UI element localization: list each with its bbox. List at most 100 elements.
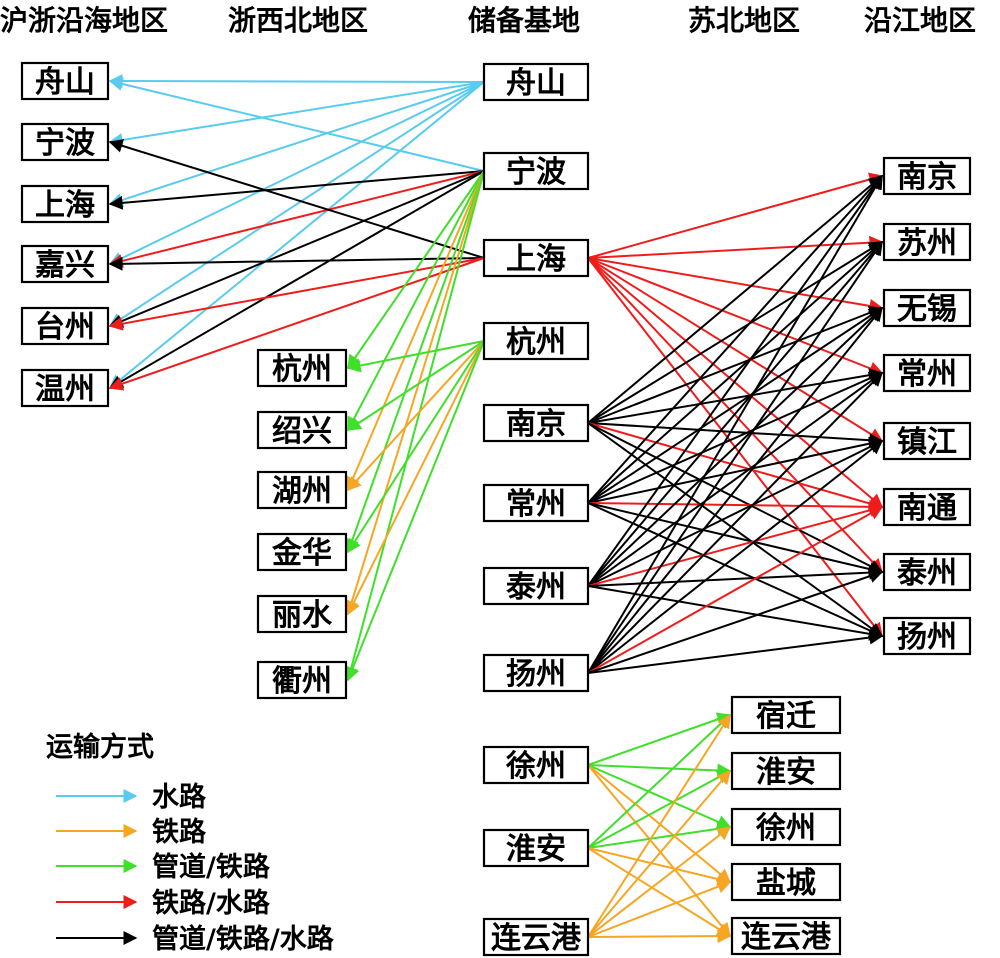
link-reserve-杭州-to-zhexibei-金华: [347, 340, 485, 554]
node-reserve-6: 泰州: [482, 566, 590, 606]
link-reserve-宁波-to-coastal-台州: [108, 170, 485, 328]
node-yanjiang-1: 苏州: [882, 222, 972, 262]
node-reserve-3: 杭州: [482, 321, 590, 361]
link-reserve-扬州-to-yanjiang-镇江: [587, 440, 884, 674]
node-box: [256, 660, 348, 700]
node-box: [482, 828, 590, 868]
node-zhexibei-1: 绍兴: [256, 410, 348, 450]
node-yanjiang-5: 南通: [882, 487, 972, 527]
node-box: [256, 410, 348, 450]
link-reserve-扬州-to-yanjiang-扬州: [587, 630, 884, 674]
legend-label: 铁路: [152, 816, 207, 848]
header-reserve: 储备基地: [468, 4, 580, 37]
link-reserve-常州-to-yanjiang-扬州: [587, 502, 884, 638]
node-reserve-2: 上海: [482, 238, 590, 278]
node-label: 宁波: [506, 155, 567, 190]
link-reserve-常州-to-yanjiang-泰州: [587, 502, 884, 576]
link-reserve-泰州-to-yanjiang-无锡: [587, 307, 884, 587]
node-box: [20, 184, 110, 224]
link-reserve-杭州-to-zhexibei-湖州: [347, 340, 485, 492]
link-reserve-杭州-to-zhexibei-杭州: [346, 340, 485, 373]
link-reserve-扬州-to-yanjiang-无锡: [587, 306, 883, 674]
node-subei-4: 连云港: [730, 916, 842, 956]
node-label: 常州: [897, 357, 957, 392]
column-headers: 沪浙沿海地区 浙西北地区 储备基地 苏北地区 沿江地区: [0, 4, 976, 37]
node-label: 宿迁: [756, 699, 816, 734]
link-reserve-南京-to-yanjiang-镇江: [587, 422, 884, 448]
link-reserve-宁波-to-zhexibei-金华: [345, 170, 485, 554]
node-label: 杭州: [272, 352, 332, 387]
link-reserve-南京-to-yanjiang-南京: [587, 175, 884, 424]
node-box: [482, 238, 590, 278]
node-box: [20, 244, 110, 284]
node-box: [482, 566, 590, 606]
link-reserve-淮安-to-subei-连云港: [587, 847, 732, 937]
node-box: [256, 348, 348, 388]
node-label: 舟山: [35, 65, 95, 100]
link-reserve-徐州-to-subei-淮安: [587, 763, 732, 778]
link-reserve-常州-to-yanjiang-南通: [587, 499, 884, 514]
link-reserve-泰州-to-yanjiang-南通: [587, 503, 884, 587]
link-reserve-舟山-to-coastal-舟山: [108, 74, 485, 89]
node-reserve-8: 徐州: [482, 745, 590, 785]
link-reserve-舟山-to-coastal-宁波: [108, 81, 485, 147]
node-subei-3: 盐城: [730, 862, 842, 902]
node-box: [256, 532, 348, 572]
link-reserve-宁波-to-coastal-嘉兴: [108, 170, 485, 268]
link-reserve-上海-to-yanjiang-南京: [587, 172, 884, 259]
link-reserve-连云港-to-subei-宿迁: [587, 713, 731, 938]
link-reserve-舟山-to-coastal-嘉兴: [108, 81, 485, 265]
link-reserve-连云港-to-subei-淮安: [587, 769, 731, 938]
link-reserve-徐州-to-subei-盐城: [587, 764, 732, 883]
node-box: [730, 751, 842, 791]
node-label: 无锡: [897, 292, 957, 327]
node-label: 淮安: [506, 832, 566, 867]
node-subei-1: 淮安: [730, 751, 842, 791]
node-box: [730, 862, 842, 902]
node-label: 镇江: [897, 425, 957, 460]
node-label: 上海: [35, 188, 95, 223]
link-reserve-杭州-to-zhexibei-衢州: [346, 340, 485, 682]
legend-label: 水路: [152, 781, 207, 813]
header-subei: 苏北地区: [688, 4, 800, 37]
node-box: [882, 552, 972, 592]
link-reserve-徐州-to-subei-宿迁: [587, 712, 732, 766]
node-box: [730, 807, 842, 847]
node-label: 徐州: [505, 749, 566, 784]
link-reserve-常州-to-yanjiang-无锡: [587, 307, 884, 504]
link-reserve-常州-to-yanjiang-常州: [587, 371, 884, 504]
node-box: [482, 917, 590, 957]
node-zhexibei-3: 金华: [256, 532, 348, 572]
node-label: 泰州: [506, 570, 566, 605]
node-label: 衢州: [272, 664, 332, 699]
link-reserve-连云港-to-subei-连云港: [587, 929, 732, 944]
node-label: 舟山: [506, 66, 566, 101]
node-box: [882, 288, 972, 328]
node-label: 淮安: [756, 755, 816, 790]
link-reserve-南京-to-yanjiang-泰州: [587, 422, 884, 573]
legend-label: 铁路/水路: [152, 887, 271, 919]
link-reserve-上海-to-coastal-温州: [108, 257, 485, 391]
node-box: [20, 122, 110, 162]
node-reserve-4: 南京: [482, 403, 590, 443]
link-reserve-宁波-to-zhexibei-衢州: [344, 170, 485, 682]
node-label: 金华: [271, 536, 332, 571]
node-box: [730, 916, 842, 956]
link-reserve-杭州-to-zhexibei-丽水: [347, 340, 485, 616]
node-box: [482, 321, 590, 361]
links-layer: [108, 74, 884, 944]
node-zhexibei-2: 湖州: [256, 470, 348, 510]
node-label: 南京: [897, 160, 957, 195]
node-box: [482, 151, 590, 191]
node-subei-2: 徐州: [730, 807, 842, 847]
link-reserve-宁波-to-coastal-上海: [108, 170, 485, 210]
node-label: 徐州: [755, 811, 816, 846]
node-zhexibei-4: 丽水: [256, 594, 348, 634]
node-reserve-9: 淮安: [482, 828, 590, 868]
node-box: [482, 403, 590, 443]
node-label: 连云港: [491, 921, 582, 956]
node-yanjiang-2: 无锡: [882, 288, 972, 328]
header-zhexibei: 浙西北地区: [228, 4, 368, 37]
link-reserve-泰州-to-yanjiang-苏州: [587, 240, 883, 587]
